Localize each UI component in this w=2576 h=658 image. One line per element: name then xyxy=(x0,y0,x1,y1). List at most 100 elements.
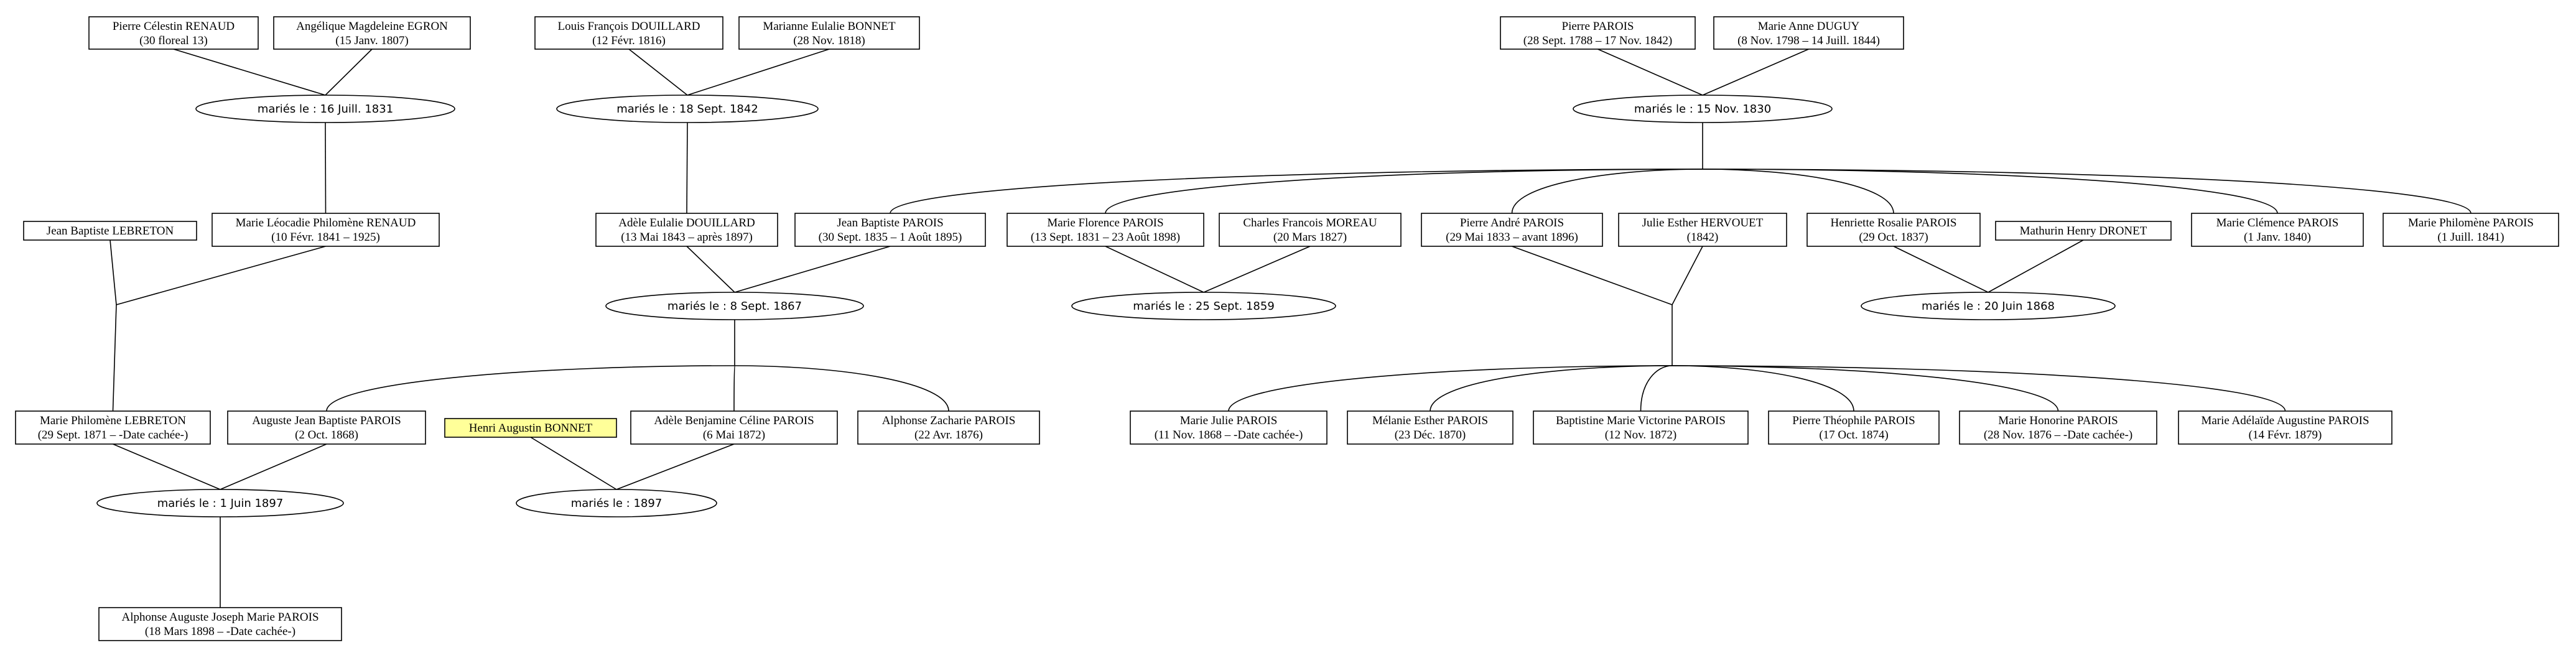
person-box[interactable]: Marie Léocadie Philomène RENAUD(10 Févr.… xyxy=(212,213,440,247)
person-box-frame xyxy=(1219,213,1402,247)
person-name: Alphonse Zacharie PAROIS xyxy=(882,414,1016,427)
person-box-frame xyxy=(273,16,471,50)
person-box-frame xyxy=(88,16,259,50)
marriage-node[interactable]: mariés le : 8 Sept. 1867 xyxy=(605,292,864,320)
marriage-node[interactable]: mariés le : 1 Juin 1897 xyxy=(96,489,344,517)
person-box[interactable]: Henri Augustin BONNET xyxy=(444,418,617,438)
person-name: Auguste Jean Baptiste PAROIS xyxy=(252,414,401,427)
marriage-label: mariés le : 1 Juin 1897 xyxy=(157,497,284,510)
marriage-ellipse xyxy=(195,95,455,123)
person-box[interactable]: Baptistine Marie Victorine PAROIS (12 Nov… xyxy=(1533,410,1749,445)
person-box[interactable]: Louis François DOUILLARD(12 Févr. 1816) xyxy=(534,16,723,50)
marriage-node[interactable]: mariés le : 25 Sept. 1859 xyxy=(1071,292,1336,320)
marriage-node[interactable]: mariés le : 1897 xyxy=(516,489,717,517)
child-link xyxy=(1702,169,1894,214)
person-dates: (23 Déc. 1870) xyxy=(1395,429,1466,442)
person-dates: (28 Sept. 1788 – 17 Nov. 1842) xyxy=(1523,34,1672,47)
person-name: Julie Esther HERVOUET xyxy=(1642,216,1764,229)
spouse-link xyxy=(687,49,830,96)
person-box[interactable]: Marie Philomène PAROIS(1 Juill. 1841) xyxy=(2383,213,2559,247)
person-dates: (6 Mai 1872) xyxy=(703,429,765,442)
person-dates: (29 Mai 1833 – avant 1896) xyxy=(1446,231,1578,244)
marriage-node[interactable]: mariés le : 15 Nov. 1830 xyxy=(1573,95,1833,123)
person-box[interactable]: Mathurin Henry DRONET xyxy=(1995,221,2172,241)
child-link xyxy=(1672,365,2059,412)
person-box-frame xyxy=(1347,410,1514,445)
person-box[interactable]: Pierre Théophile PAROIS(17 Oct. 1874) xyxy=(1768,410,1940,445)
person-name: Pierre PAROIS xyxy=(1562,20,1634,33)
marriage-ellipse xyxy=(1573,95,1833,123)
person-box-frame xyxy=(227,410,426,445)
person-box[interactable]: Adèle Eulalie DOUILLARD(13 Mai 1843 – ap… xyxy=(595,213,778,247)
person-dates: (1 Juill. 1841) xyxy=(2437,231,2504,244)
person-box-frame xyxy=(630,410,838,445)
person-name: Henriette Rosalie PAROIS xyxy=(1830,216,1956,229)
marriage-node[interactable]: mariés le : 20 Juin 1868 xyxy=(1861,292,2116,320)
spouse-link xyxy=(1702,49,1809,96)
person-name: Pierre Théophile PAROIS xyxy=(1792,414,1915,427)
spouse-link xyxy=(734,246,891,293)
person-box[interactable]: Jean Baptiste PAROIS(30 Sept. 1835 – 1 A… xyxy=(794,213,986,247)
person-box-frame xyxy=(23,221,197,241)
marriage-label: mariés le : 15 Nov. 1830 xyxy=(1634,103,1771,116)
person-dates: (1 Janv. 1840) xyxy=(2244,231,2311,244)
spouse-link xyxy=(1893,246,1989,293)
person-box[interactable]: Marie Florence PAROIS (13 Sept. 1831 – 23… xyxy=(1007,213,1204,247)
person-dates: (18 Mars 1898 – -Date cachée-) xyxy=(145,625,295,638)
person-box[interactable]: Julie Esther HERVOUET(1842) xyxy=(1618,213,1787,247)
child-link xyxy=(1672,365,2286,412)
person-box-frame xyxy=(98,607,342,641)
person-box-frame xyxy=(2178,410,2392,445)
spouse-link xyxy=(109,239,117,305)
person-name: Jean Baptiste LEBRETON xyxy=(47,225,174,238)
person-box-frame xyxy=(1130,410,1328,445)
person-box[interactable]: Marie Anne DUGUY(8 Nov. 1798 – 14 Juill.… xyxy=(1713,16,1904,50)
marriage-node[interactable]: mariés le : 18 Sept. 1842 xyxy=(556,95,819,123)
person-box-frame xyxy=(1618,213,1787,247)
person-box[interactable]: Mélanie Esther PAROIS(23 Déc. 1870) xyxy=(1347,410,1514,445)
person-box[interactable]: Auguste Jean Baptiste PAROIS(2 Oct. 1868… xyxy=(227,410,426,445)
person-dates: (11 Nov. 1868 – -Date cachée-) xyxy=(1155,429,1303,442)
person-name: Baptistine Marie Victorine PAROIS xyxy=(1556,414,1726,427)
person-box[interactable]: Marie Honorine PAROIS(28 Nov. 1876 – -Da… xyxy=(1959,410,2157,445)
person-box[interactable]: Pierre André PAROIS(29 Mai 1833 – avant … xyxy=(1421,213,1603,247)
person-box-frame xyxy=(857,410,1040,445)
spouse-link xyxy=(113,443,221,490)
child-link xyxy=(326,365,735,412)
person-box[interactable]: Marianne Eulalie BONNET(28 Nov. 1818) xyxy=(738,16,920,50)
person-name: Marie Philomène LEBRETON xyxy=(40,414,186,427)
person-box-frame xyxy=(1768,410,1940,445)
person-box[interactable]: Henriette Rosalie PAROIS(29 Oct. 1837) xyxy=(1806,213,1981,247)
person-box-frame xyxy=(212,213,440,247)
person-dates: (10 Févr. 1841 – 1925) xyxy=(271,231,380,244)
child-link xyxy=(325,122,327,214)
marriage-ellipse xyxy=(556,95,819,123)
person-name: Louis François DOUILLARD xyxy=(557,20,700,33)
person-box[interactable]: Charles Francois MOREAU(20 Mars 1827) xyxy=(1219,213,1402,247)
marriage-node[interactable]: mariés le : 16 Juill. 1831 xyxy=(195,95,455,123)
person-box[interactable]: Alphonse Zacharie PAROIS(22 Avr. 1876) xyxy=(857,410,1040,445)
person-box[interactable]: Jean Baptiste LEBRETON xyxy=(23,221,197,241)
spouse-link xyxy=(1672,246,1703,305)
person-box[interactable]: Angélique Magdeleine EGRON(15 Janv. 1807… xyxy=(273,16,471,50)
person-box[interactable]: Pierre PAROIS(28 Sept. 1788 – 17 Nov. 18… xyxy=(1500,16,1696,50)
person-dates: (12 Nov. 1872) xyxy=(1605,429,1676,442)
person-box[interactable]: Marie Adélaïde Augustine PAROIS(14 Févr.… xyxy=(2178,410,2392,445)
person-box-frame xyxy=(2383,213,2559,247)
person-box[interactable]: Alphonse Auguste Joseph Marie PAROIS(18 … xyxy=(98,607,342,641)
person-name: Marie Florence PAROIS xyxy=(1047,216,1163,229)
person-box[interactable]: Marie Julie PAROIS(11 Nov. 1868 – -Date … xyxy=(1130,410,1328,445)
person-box-frame xyxy=(1806,213,1981,247)
person-dates: (13 Sept. 1831 – 23 Août 1898) xyxy=(1031,231,1180,244)
child-link xyxy=(733,365,735,412)
person-box[interactable]: Marie Clémence PAROIS(1 Janv. 1840) xyxy=(2191,213,2364,247)
person-box[interactable]: Adèle Benjamine Céline PAROIS(6 Mai 1872… xyxy=(630,410,838,445)
person-box[interactable]: Marie Philomène LEBRETON(29 Sept. 1871 –… xyxy=(15,410,211,445)
person-box-frame xyxy=(1421,213,1603,247)
marriage-label: mariés le : 8 Sept. 1867 xyxy=(667,300,802,313)
person-box[interactable]: Pierre Célestin RENAUD(30 floreal 13) xyxy=(88,16,259,50)
person-box-frame xyxy=(444,418,617,438)
marriage-label: mariés le : 16 Juill. 1831 xyxy=(258,103,393,116)
spouse-link xyxy=(116,246,326,305)
